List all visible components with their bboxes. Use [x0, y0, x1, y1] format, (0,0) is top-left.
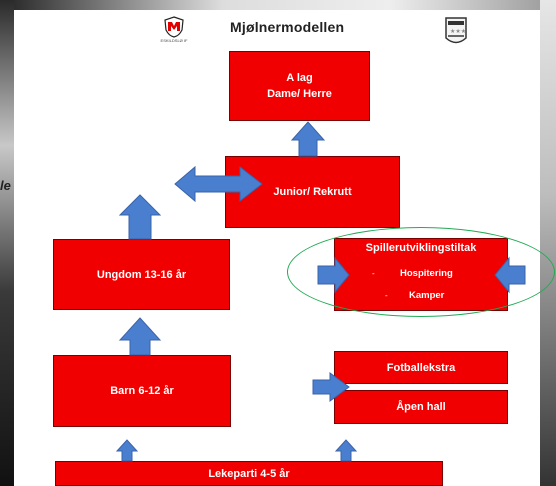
up-arrow-icon	[118, 194, 162, 240]
a-lag-sublabel: Dame/ Herre	[267, 88, 332, 100]
svg-text:★★★: ★★★	[450, 28, 466, 35]
up-arrow-icon	[118, 317, 162, 356]
club-name: ESKILDSLØ IF	[160, 38, 188, 43]
apen-hall-label: Åpen hall	[396, 401, 446, 413]
ungdom-label: Ungdom 13-16 år	[96, 268, 187, 281]
double-arrow-icon	[174, 165, 263, 203]
left-arrow-icon	[494, 256, 526, 294]
fotballekstra-label: Fotballekstra	[386, 361, 456, 374]
club-shield-icon	[164, 16, 184, 38]
side-text: le	[0, 178, 11, 193]
junior-box: Junior/ Rekrutt	[225, 156, 400, 228]
background-right	[540, 0, 556, 486]
lekeparti-label: Lekeparti 4-5 år	[208, 467, 290, 480]
lekeparti-box: Lekeparti 4-5 år	[55, 461, 443, 486]
star-badge-icon: ★★★	[445, 17, 467, 44]
focus-ellipse	[287, 227, 555, 317]
background-top	[0, 0, 556, 10]
apen-hall-box: Åpen hall	[334, 390, 508, 424]
right-arrow-icon	[312, 372, 350, 402]
up-arrow-icon	[334, 439, 358, 462]
a-lag-box: A lag Dame/ Herre	[229, 51, 370, 121]
ungdom-box: Ungdom 13-16 år	[53, 239, 230, 310]
fotballekstra-box: Fotballekstra	[334, 351, 508, 384]
up-arrow-icon	[115, 439, 139, 462]
barn-box: Barn 6-12 år	[53, 355, 231, 427]
page-title: Mjølnermodellen	[230, 19, 345, 35]
background-left	[0, 0, 14, 486]
junior-label: Junior/ Rekrutt	[273, 186, 352, 198]
a-lag-label: A lag	[286, 72, 313, 84]
barn-label: Barn 6-12 år	[110, 385, 174, 397]
up-arrow-icon	[290, 121, 326, 157]
right-arrow-icon	[317, 256, 350, 294]
